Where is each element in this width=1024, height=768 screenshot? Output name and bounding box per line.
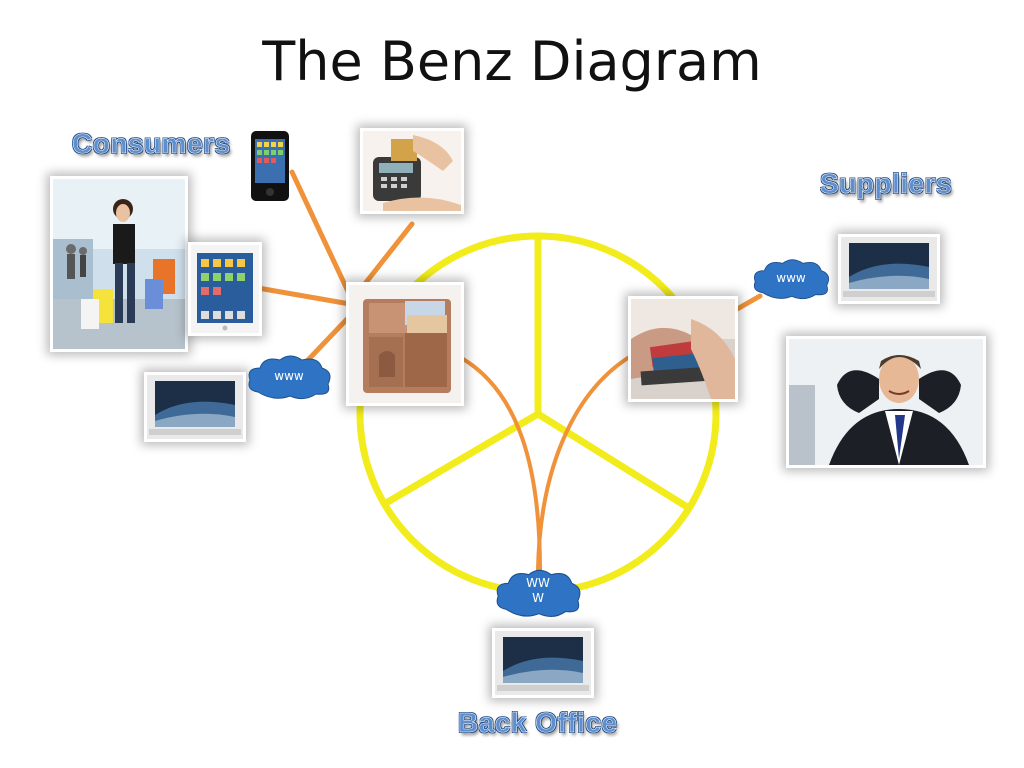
spoke-right (536, 411, 694, 513)
businessman-photo (786, 336, 986, 468)
shopper-photo (50, 176, 188, 352)
cloud-icon (496, 569, 581, 617)
tablet-connector (255, 285, 353, 307)
consumers-label: Consumers (72, 128, 231, 160)
cloud-icon (248, 355, 331, 400)
smartphone-photo (250, 130, 290, 202)
cloud-icon (753, 259, 830, 300)
consumer-connectors (255, 169, 415, 363)
suppliers-label: Suppliers (820, 168, 953, 200)
payment-backoffice-connector (536, 348, 644, 572)
consumer-www-cloud: www (244, 352, 334, 400)
spoke-left (384, 410, 540, 507)
wallet-backoffice-connector (456, 354, 542, 572)
consumer-cloud-text: www (274, 369, 304, 383)
consumer-laptop-photo (144, 372, 246, 442)
terminal-connector (357, 221, 415, 293)
laptop-connector (305, 315, 351, 363)
tablet-photo (188, 242, 262, 336)
supplier-laptop-photo (838, 234, 940, 304)
back-office-www-cloud: WW W (492, 566, 584, 618)
slide-title: The Benz Diagram (262, 30, 762, 93)
back-office-laptop-photo (492, 628, 594, 698)
card-payment-photo (628, 296, 738, 402)
back-office-cloud-text-line2: W (532, 591, 544, 605)
wallet-photo (346, 282, 464, 406)
supplier-cloud-text: www (776, 271, 806, 285)
card-terminal-photo (360, 128, 464, 214)
back-office-label: Back Office (458, 707, 618, 739)
phone-connector (289, 169, 355, 303)
back-office-cloud-text-line1: WW (526, 576, 550, 590)
supplier-www-cloud: www (746, 256, 836, 300)
